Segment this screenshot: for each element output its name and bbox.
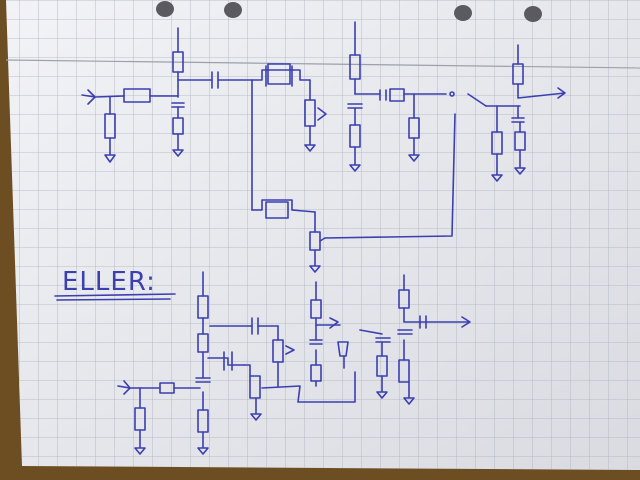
handwritten-label: ELLER:	[62, 267, 156, 297]
upper-circuit-drawing	[81, 21, 566, 273]
eller-label: ELLER:	[54, 267, 176, 301]
lower-circuit-drawing	[117, 271, 471, 455]
graph-paper-sheet	[5, 0, 640, 470]
punch-holes	[156, 1, 542, 22]
